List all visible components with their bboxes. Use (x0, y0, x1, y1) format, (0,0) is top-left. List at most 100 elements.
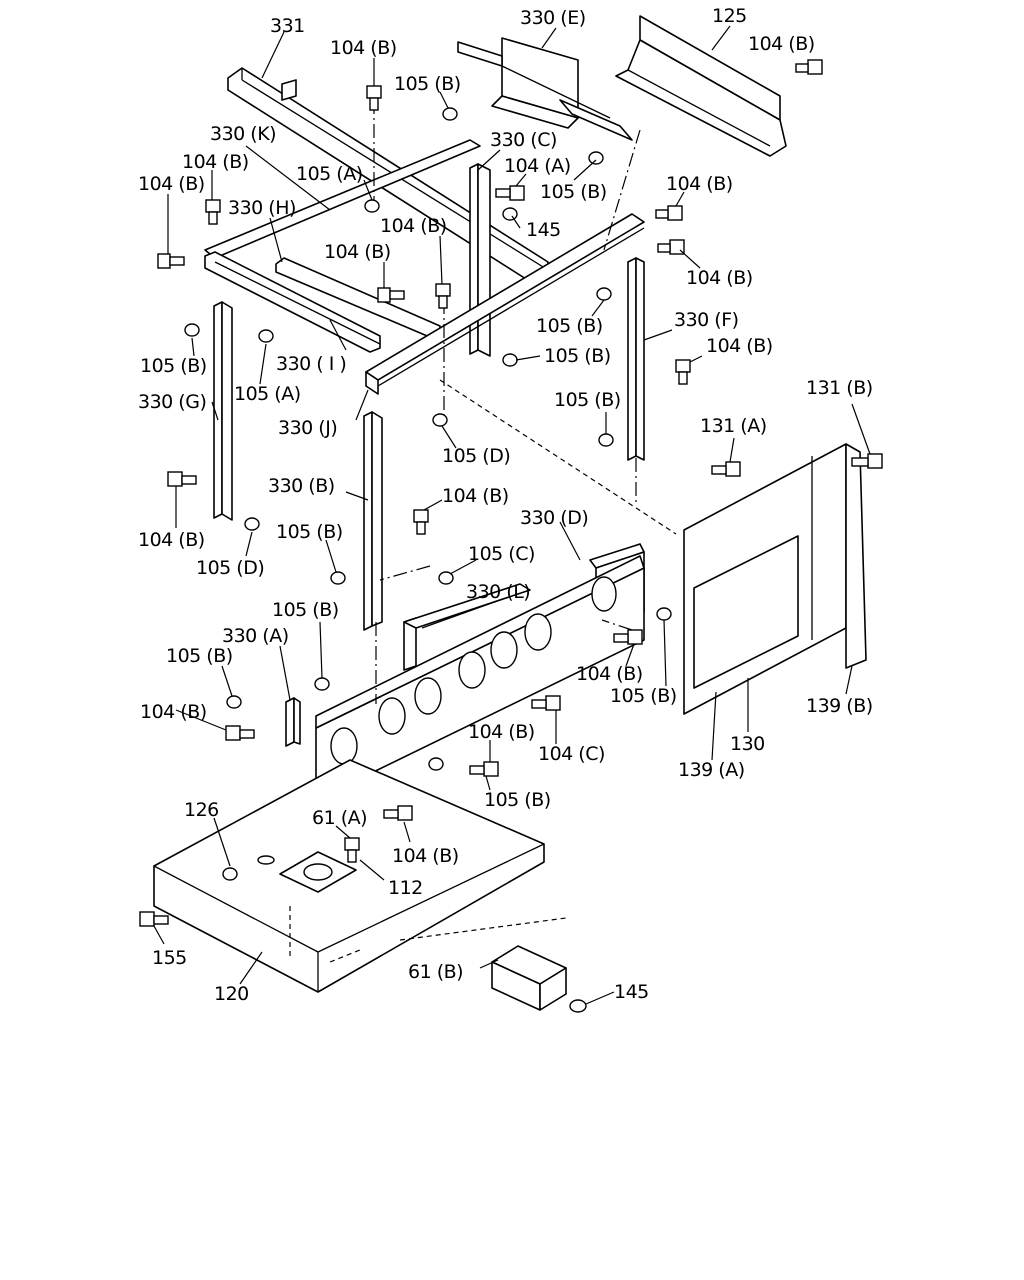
label-330j: 330 (J) (278, 417, 337, 439)
nut-icon (364, 199, 380, 213)
nut-icon (314, 677, 330, 691)
label-125: 125 (712, 5, 747, 27)
rail-330j (365, 213, 645, 395)
label-104b: 104 (B) (330, 37, 397, 59)
bolt-icon (795, 59, 823, 75)
bolt-icon (613, 629, 643, 645)
nut-icon (502, 207, 518, 221)
bolt-icon (469, 761, 499, 777)
label-105a: 105 (A) (234, 383, 301, 405)
label-155: 155 (152, 947, 187, 969)
label-104b: 104 (B) (140, 701, 207, 723)
label-105d: 105 (D) (442, 445, 510, 467)
box-61b (491, 945, 567, 1011)
nut-icon (569, 999, 587, 1013)
rail-330i (204, 251, 381, 353)
label-330e: 330 (E) (520, 7, 586, 29)
nut-icon (588, 151, 604, 165)
nut-icon (502, 353, 518, 367)
bolt-icon (225, 725, 255, 741)
nut-icon (330, 571, 346, 585)
label-104b: 104 (B) (380, 215, 447, 237)
label-104b: 104 (B) (468, 721, 535, 743)
post-330g (213, 301, 233, 521)
bracket-330l (403, 583, 531, 671)
bolt-icon (366, 85, 382, 111)
label-130: 130 (730, 733, 765, 755)
label-105b: 105 (B) (536, 315, 603, 337)
bolt-icon (531, 695, 561, 711)
label-105b: 105 (B) (554, 389, 621, 411)
bolt-icon (205, 199, 221, 225)
label-330g: 330 (G) (138, 391, 206, 413)
label-61a: 61 (A) (312, 807, 367, 829)
bolt-icon (167, 471, 197, 487)
label-330c: 330 (C) (490, 129, 557, 151)
label-61b: 61 (B) (408, 961, 463, 983)
nut-icon (438, 571, 454, 585)
bolt-icon (383, 805, 413, 821)
bolt-icon (495, 185, 525, 201)
label-330d: 330 (D) (520, 507, 588, 529)
post-330b (363, 411, 383, 631)
bolt-icon (344, 837, 360, 863)
nut-icon (226, 695, 242, 709)
bolt-icon (655, 205, 683, 221)
bolt-icon (139, 911, 169, 927)
label-139b: 139 (B) (806, 695, 873, 717)
label-105b: 105 (B) (484, 789, 551, 811)
bolt-icon (435, 283, 451, 309)
label-330b: 330 (B) (268, 475, 335, 497)
label-139a: 139 (A) (678, 759, 745, 781)
nut-icon (258, 329, 274, 343)
label-145: 145 (614, 981, 649, 1003)
nut-icon (656, 607, 672, 621)
label-105b: 105 (B) (540, 181, 607, 203)
label-126: 126 (184, 799, 219, 821)
nut-icon (596, 287, 612, 301)
label-105b: 105 (B) (166, 645, 233, 667)
label-105d: 105 (D) (196, 557, 264, 579)
nut-icon (244, 517, 260, 531)
label-104b: 104 (B) (442, 485, 509, 507)
label-105b: 105 (B) (610, 685, 677, 707)
bolt-icon (413, 509, 429, 535)
label-105b: 105 (B) (276, 521, 343, 543)
label-105b: 105 (B) (394, 73, 461, 95)
post-330c (469, 163, 491, 357)
nut-icon (184, 323, 200, 337)
label-330l: 330 (L) (466, 581, 530, 603)
label-330h: 330 (H) (228, 197, 296, 219)
nut-icon (442, 107, 458, 121)
label-104a: 104 (A) (504, 155, 571, 177)
bolt-icon (377, 287, 405, 303)
front-panel (315, 555, 645, 801)
label-104b: 104 (B) (748, 33, 815, 55)
bolt-icon (851, 453, 883, 469)
label-105c: 105 (C) (468, 543, 535, 565)
label-105b: 105 (B) (140, 355, 207, 377)
label-104b: 104 (B) (576, 663, 643, 685)
bolt-icon (711, 461, 741, 477)
assembly-guides (289, 100, 677, 963)
label-330k: 330 (K) (210, 123, 276, 145)
nut-icon (222, 867, 238, 881)
label-120: 120 (214, 983, 249, 1005)
label-104b: 104 (B) (686, 267, 753, 289)
label-104b: 104 (B) (182, 151, 249, 173)
post-330f (627, 257, 645, 461)
label-104b: 104 (B) (138, 529, 205, 551)
label-331: 331 (270, 15, 305, 37)
label-104c: 104 (C) (538, 743, 605, 765)
nut-icon (432, 413, 448, 427)
bracket-330a (285, 697, 301, 747)
bolt-icon (675, 359, 691, 385)
label-131b: 131 (B) (806, 377, 873, 399)
cover-125 (615, 15, 787, 157)
nut-icon (598, 433, 614, 447)
label-330i: 330 ( I ) (276, 353, 346, 375)
bracket-330e (457, 37, 633, 141)
nut-icon (428, 757, 444, 771)
label-104b: 104 (B) (324, 241, 391, 263)
